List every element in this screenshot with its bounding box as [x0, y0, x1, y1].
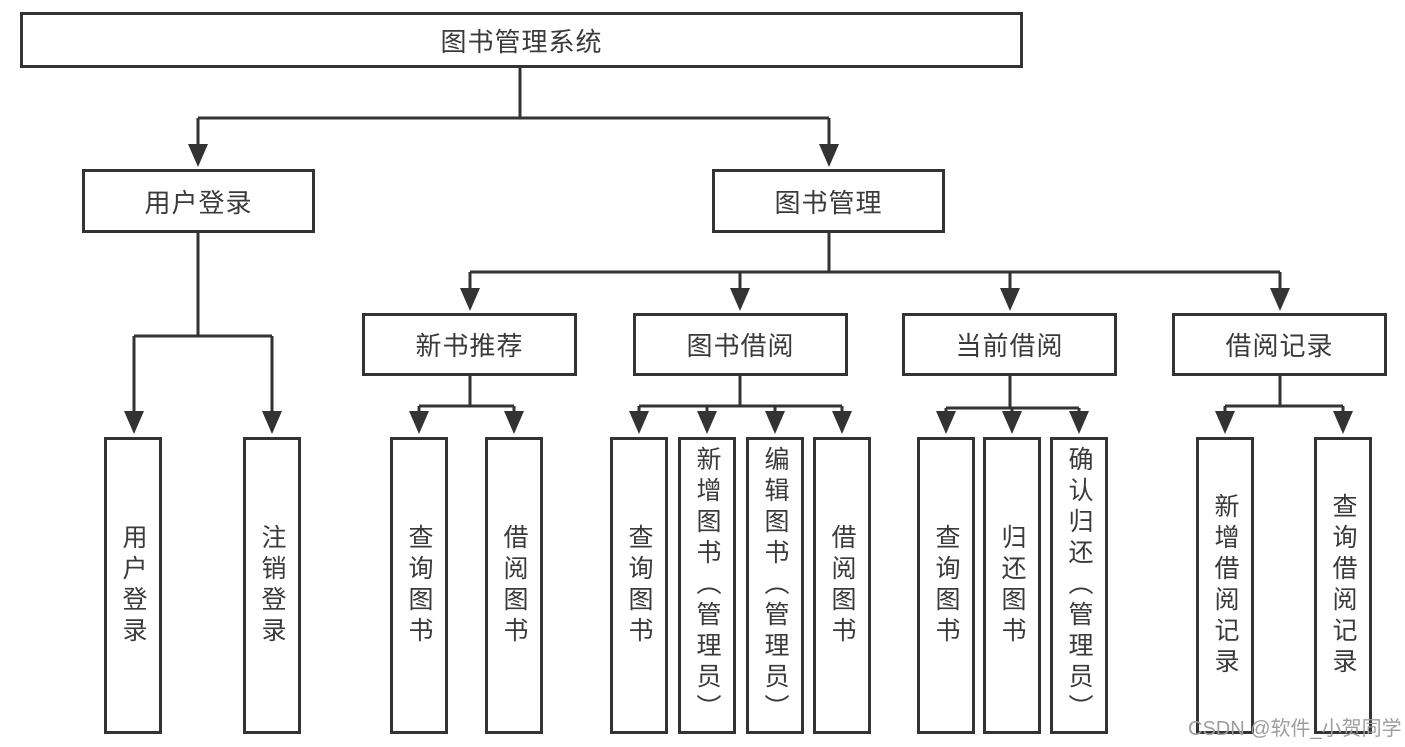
leaf-query-books-current: 查询图书: [917, 437, 975, 734]
leaf-borrow-books-recommend: 借阅图书: [485, 437, 543, 734]
node-user-login: 用户登录: [82, 169, 315, 233]
leaf-query-borrow-record: 查询借阅记录: [1314, 437, 1372, 734]
node-new-book-recommend: 新书推荐: [362, 313, 577, 376]
leaf-query-books-borrow: 查询图书: [610, 437, 668, 734]
leaf-borrow-books: 借阅图书: [813, 437, 871, 734]
node-library-management-system: 图书管理系统: [20, 12, 1023, 68]
leaf-add-book-admin: 新增图书（管理员）: [678, 437, 736, 734]
node-current-borrow: 当前借阅: [902, 313, 1117, 376]
leaf-user-login: 用户登录: [104, 437, 162, 734]
node-book-management: 图书管理: [712, 169, 945, 233]
leaf-logout: 注销登录: [243, 437, 301, 734]
node-book-borrow: 图书借阅: [633, 313, 848, 376]
csdn-watermark: CSDN @软件_小贺同学: [1188, 718, 1402, 740]
leaf-query-books-recommend: 查询图书: [390, 437, 448, 734]
leaf-return-book: 归还图书: [983, 437, 1041, 734]
node-borrow-records: 借阅记录: [1172, 313, 1387, 376]
arrowheads: [124, 144, 1353, 434]
leaf-confirm-return-admin: 确认归还（管理员）: [1050, 437, 1108, 734]
leaf-add-borrow-record: 新增借阅记录: [1196, 437, 1254, 734]
leaf-edit-book-admin: 编辑图书（管理员）: [746, 437, 804, 734]
